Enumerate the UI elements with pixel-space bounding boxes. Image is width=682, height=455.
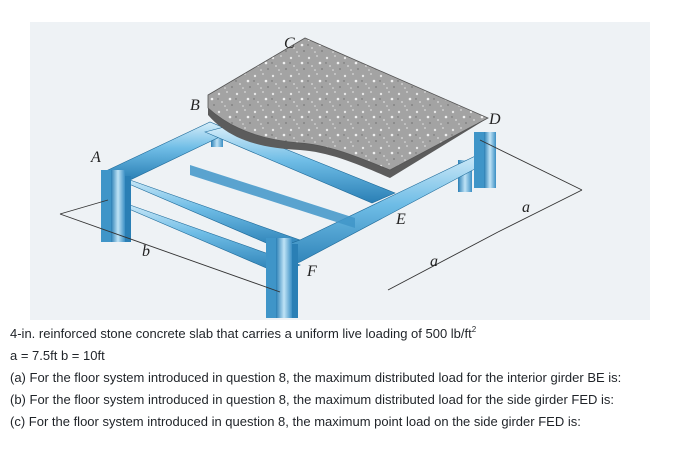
label-b-dimension: b	[142, 243, 150, 260]
dimension-lines	[59, 139, 583, 293]
question-c: (c) For the floor system introduced in q…	[10, 414, 581, 429]
intro-superscript: 2	[471, 324, 477, 334]
column-f	[266, 238, 298, 318]
label-e: E	[395, 211, 406, 228]
label-c: C	[284, 35, 295, 52]
girder-be	[204, 125, 396, 204]
label-f: F	[306, 263, 317, 280]
floor-system-diagram: A B C D E F a a b	[30, 22, 650, 320]
label-a-dimension-right: a	[522, 199, 530, 216]
column-a	[101, 170, 131, 242]
intro-text: 4-in. reinforced stone concrete slab tha…	[10, 326, 472, 341]
question-a: (a) For the floor system introduced in q…	[10, 370, 622, 385]
label-d: D	[488, 111, 501, 128]
concrete-slab	[207, 37, 489, 178]
lower-cross-beam	[190, 165, 355, 228]
question-b: (b) For the floor system introduced in q…	[10, 392, 615, 407]
column-d	[474, 132, 496, 188]
floor-system-figure: A B C D E F a a b	[30, 22, 650, 320]
problem-text: 4-in. reinforced stone concrete slab tha…	[10, 324, 674, 436]
label-b: B	[190, 97, 200, 114]
label-a-dimension-front: a	[430, 253, 438, 270]
label-a: A	[90, 149, 101, 166]
problem-intro: 4-in. reinforced stone concrete slab tha…	[10, 324, 674, 348]
problem-parameters: a = 7.5ft b = 10ft	[10, 348, 105, 363]
